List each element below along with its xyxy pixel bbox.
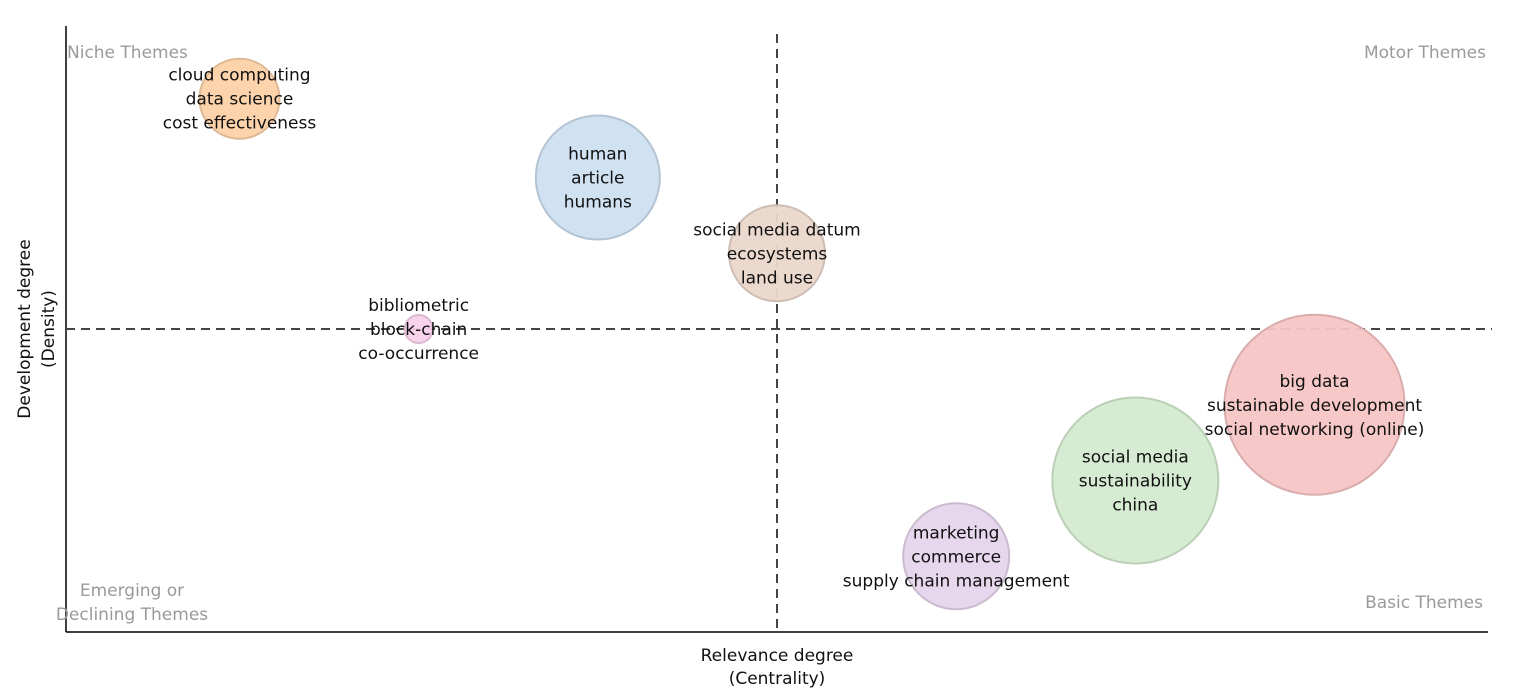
cluster-2-term-1: human bbox=[568, 145, 627, 165]
cluster-bubbles bbox=[198, 57, 1406, 611]
cluster-bubble-1 bbox=[198, 57, 281, 140]
cluster-4-term-3: co-occurrence bbox=[358, 344, 479, 364]
cluster-4-term-1: bibliometric bbox=[368, 296, 469, 316]
cluster-6-term-1: social media bbox=[1082, 448, 1189, 468]
quadrant-label-niche-themes: Niche Themes bbox=[67, 43, 188, 63]
axis-titles: Relevance degree (Centrality) Development … bbox=[15, 239, 853, 689]
cluster-6-term-2: sustainability bbox=[1079, 472, 1192, 492]
cluster-5-term-3: social networking (online) bbox=[1205, 420, 1425, 440]
quadrant-label-motor-themes: Motor Themes bbox=[1364, 43, 1486, 63]
cluster-1-term-3: cost effectiveness bbox=[163, 114, 317, 134]
cluster-5-term-1: big data bbox=[1280, 372, 1350, 392]
axes bbox=[65, 26, 1492, 633]
cluster-7-term-2: commerce bbox=[911, 547, 1001, 567]
cluster-bubble-3 bbox=[728, 204, 826, 303]
cluster-6-term-3: china bbox=[1112, 496, 1158, 516]
cluster-7-term-1: marketing bbox=[913, 523, 1000, 543]
cluster-bubble-6 bbox=[1051, 396, 1220, 565]
cluster-4-term-2: block-chain bbox=[370, 320, 467, 340]
cluster-2-term-3: humans bbox=[564, 193, 632, 213]
x-axis-title-line-2: (Centrality) bbox=[729, 669, 826, 689]
quadrant-label-emerging-declining-1: Emerging or bbox=[80, 581, 184, 601]
y-axis-title-line-1: Development degree bbox=[15, 239, 35, 418]
cluster-bubble-7 bbox=[902, 502, 1011, 611]
cluster-7-term-3: supply chain management bbox=[843, 571, 1070, 591]
cluster-bubble-4 bbox=[403, 314, 434, 344]
cluster-3-term-3: land use bbox=[741, 268, 813, 288]
quadrant-label-basic-themes: Basic Themes bbox=[1365, 593, 1483, 613]
cluster-3-term-1: social media datum bbox=[693, 220, 860, 240]
y-axis-title-line-2: (Density) bbox=[39, 290, 59, 368]
cluster-1-term-2: data science bbox=[186, 90, 294, 110]
cluster-bubble-5 bbox=[1223, 313, 1406, 496]
y-axis-title: Development degree(Density) bbox=[15, 239, 59, 418]
cluster-2-term-2: article bbox=[571, 169, 624, 189]
cluster-1-term-1: cloud computing bbox=[168, 66, 310, 86]
cluster-bubble-2 bbox=[534, 114, 661, 241]
cluster-3-term-2: ecosystems bbox=[727, 244, 828, 264]
cluster-labels: cloud computing data science cost effectiv… bbox=[163, 66, 1425, 592]
quadrant-label-emerging-declining-2: Declining Themes bbox=[56, 605, 208, 625]
x-axis-title-line-1: Relevance degree bbox=[701, 646, 854, 666]
cluster-5-term-2: sustainable development bbox=[1207, 396, 1422, 416]
